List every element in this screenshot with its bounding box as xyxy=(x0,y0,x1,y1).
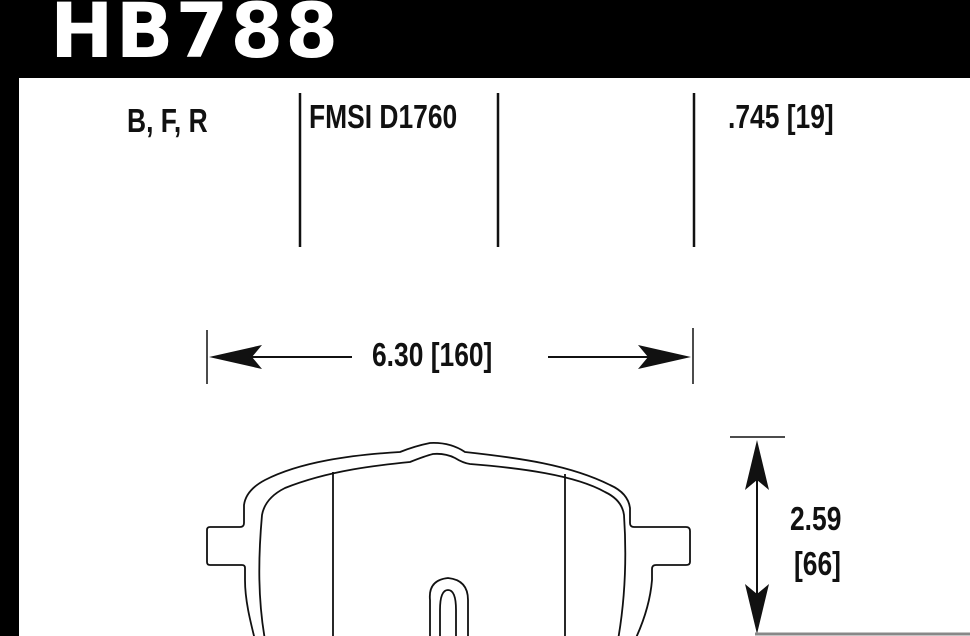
height-dimension-mm: [66] xyxy=(794,545,841,582)
arrow-left-icon xyxy=(209,345,262,369)
compound-codes: B, F, R xyxy=(127,102,208,139)
arrow-up-icon xyxy=(745,440,769,490)
part-number: HB788 xyxy=(50,0,341,75)
left-border xyxy=(0,0,19,636)
brake-pad-outline xyxy=(206,442,691,636)
arrow-right-icon xyxy=(638,345,691,369)
arrow-down-icon xyxy=(745,584,769,634)
height-dimension-in: 2.59 xyxy=(790,500,842,537)
thickness-dimension: .745 [19] xyxy=(728,98,834,135)
fmsi-number: FMSI D1760 xyxy=(309,98,458,135)
header-bar xyxy=(0,0,970,78)
width-dimension: 6.30 [160] xyxy=(372,336,493,373)
